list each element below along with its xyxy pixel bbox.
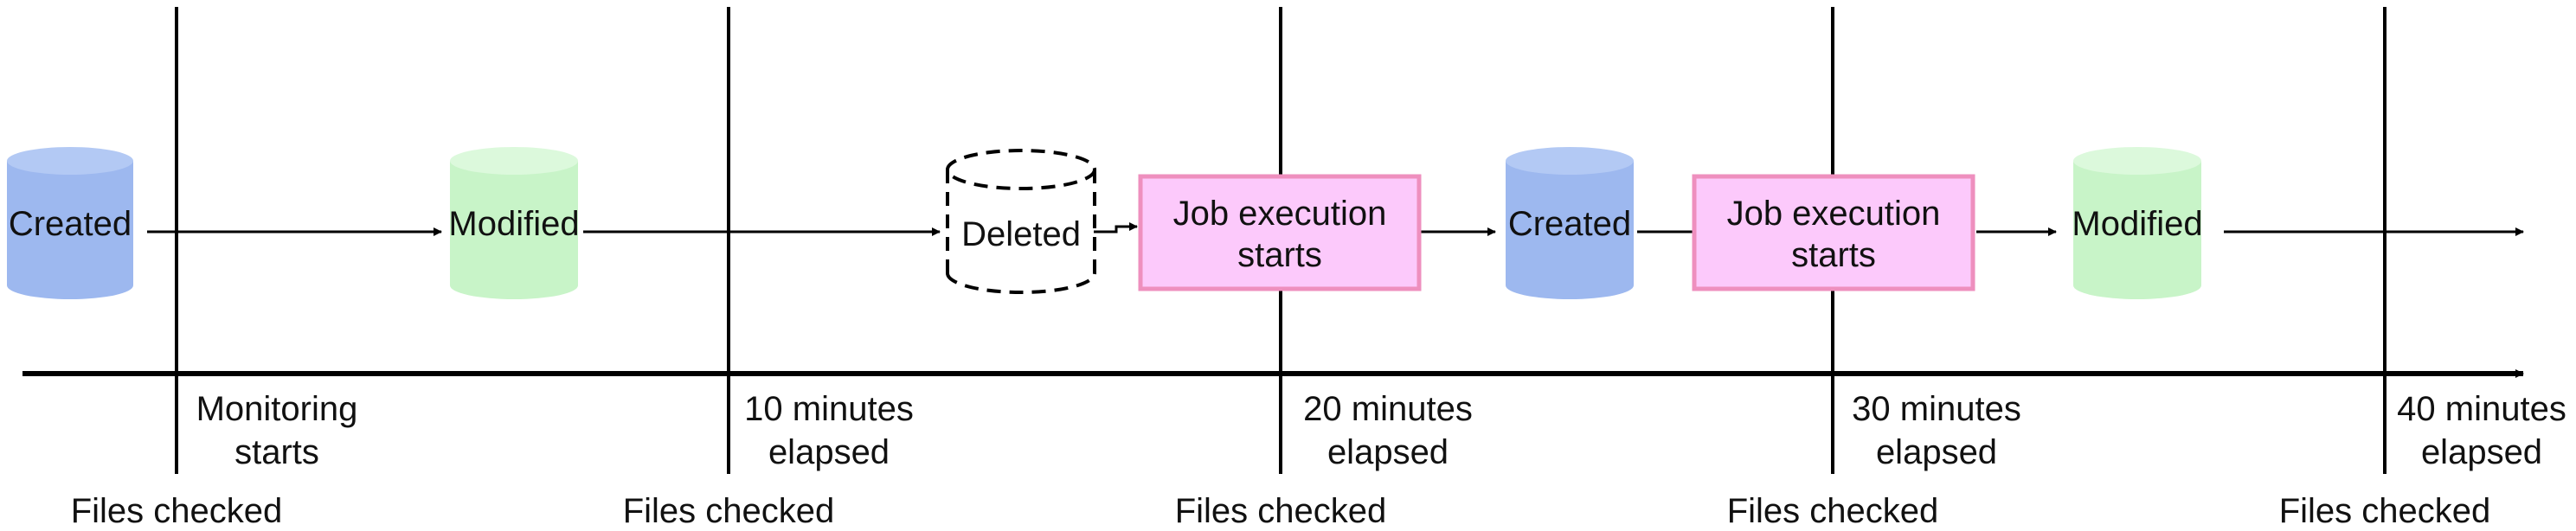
modified-label: Modified xyxy=(448,205,579,243)
deleted-file-icon: Deleted xyxy=(946,149,1096,294)
files-checked-10: Files checked xyxy=(623,492,835,530)
files-checked-40: Files checked xyxy=(2279,492,2491,530)
created-file-icon-2: Created xyxy=(1506,147,1634,299)
job-2-label-line1: Job execution xyxy=(1727,195,1941,233)
mark-label-40-line2: elapsed xyxy=(2421,433,2542,471)
job-execution-box-2: Job execution starts xyxy=(1692,174,1975,291)
mark-label-10-line2: elapsed xyxy=(768,433,890,471)
modified-label-2: Modified xyxy=(2072,205,2202,243)
mark-label-10-line1: 10 minutes xyxy=(744,390,914,428)
job-execution-box-1: Job execution starts xyxy=(1138,174,1422,291)
modified-file-icon-2: Modified xyxy=(2072,147,2203,299)
mark-label-40-line1: 40 minutes xyxy=(2397,390,2566,428)
mark-label-30-line1: 30 minutes xyxy=(1852,390,2021,428)
job-1-label-line1: Job execution xyxy=(1173,195,1387,233)
created-label-2: Created xyxy=(1508,205,1631,243)
files-checked-30: Files checked xyxy=(1727,492,1939,530)
files-checked-20: Files checked xyxy=(1175,492,1387,530)
modified-file-icon: Modified xyxy=(448,147,580,299)
mark-label-0-line1: Monitoring xyxy=(196,390,358,428)
created-label: Created xyxy=(9,205,132,243)
job-2-label-line2: starts xyxy=(1791,236,1876,274)
event-flow-arrows xyxy=(147,222,2524,236)
deleted-label: Deleted xyxy=(961,215,1081,253)
files-checked-0: Files checked xyxy=(71,492,283,530)
flow-arrow-3 xyxy=(1094,222,1138,234)
created-file-icon: Created xyxy=(7,147,133,299)
job-1-label-line2: starts xyxy=(1237,236,1322,274)
mark-label-0-line2: starts xyxy=(234,433,319,471)
mark-label-30-line2: elapsed xyxy=(1876,433,1997,471)
mark-label-20-line2: elapsed xyxy=(1327,433,1449,471)
mark-label-20-line1: 20 minutes xyxy=(1303,390,1473,428)
